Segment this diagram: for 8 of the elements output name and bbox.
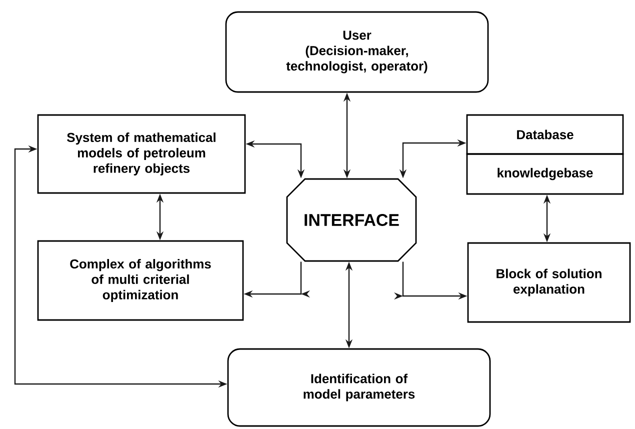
process-box: Identification of model parameters xyxy=(227,348,491,427)
user-box: User (Decision-maker, technologist, operator) xyxy=(225,11,489,93)
process-box: Block of solution explanation xyxy=(467,242,631,323)
interface-octagon: INTERFACE xyxy=(286,178,417,262)
database-box: Database xyxy=(466,114,624,155)
process-box: System of mathematical models of petroleum refinery objects xyxy=(37,114,246,194)
database-box: knowledgebase xyxy=(466,153,624,195)
process-box: Complex of algorithms of multi criterial optimization xyxy=(37,240,244,321)
